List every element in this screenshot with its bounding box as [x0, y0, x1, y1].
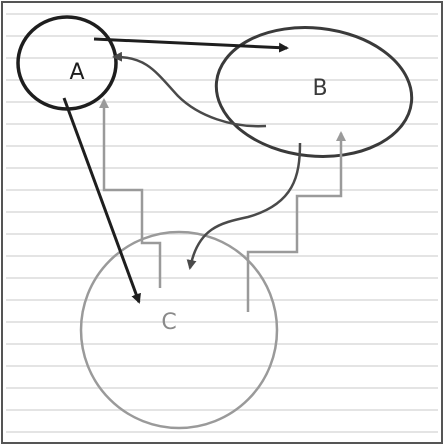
- edge-b-to-a: [112, 51, 267, 128]
- node-a-label: A: [69, 60, 84, 85]
- edge-a-to-c: [62, 97, 141, 304]
- edge-b-to-c: [186, 142, 302, 270]
- edge-c-to-b: [246, 131, 346, 312]
- node-c-label: C: [161, 310, 176, 335]
- node-b-label: B: [312, 76, 327, 101]
- edge-a-to-b: [93, 37, 289, 53]
- edge-c-to-a: [99, 98, 162, 288]
- background-texture: [6, 13, 438, 433]
- node-a-ellipse: [16, 15, 118, 111]
- node-c-circle: [79, 230, 279, 430]
- node-b-ellipse: [214, 26, 414, 158]
